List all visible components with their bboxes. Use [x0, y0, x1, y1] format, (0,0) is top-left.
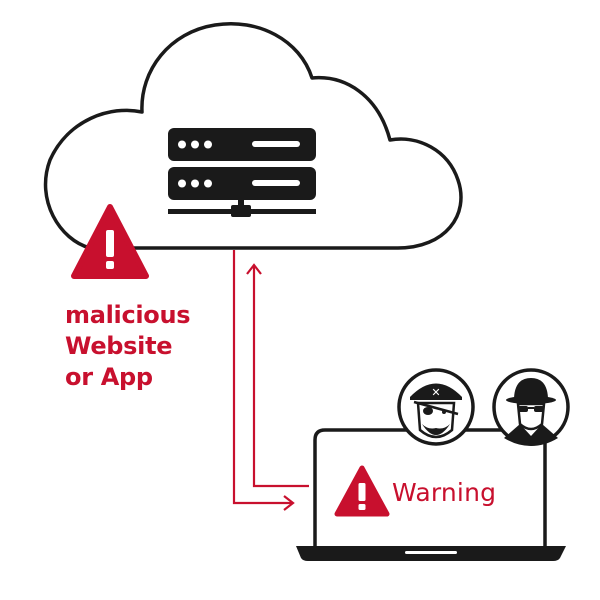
connection-lines [232, 250, 309, 511]
return-line [252, 265, 309, 488]
malicious-site-caption: malicious Website or App [65, 300, 191, 393]
cloud-icon [43, 22, 463, 250]
laptop-warning-icon [334, 465, 390, 517]
svg-text:✕: ✕ [431, 386, 440, 399]
server-icon [168, 128, 316, 217]
laptop-warning-text: Warning [392, 478, 497, 507]
outgoing-arrowhead [283, 495, 295, 511]
caption-line: malicious [65, 301, 191, 329]
spy-icon [492, 368, 570, 446]
caption-line: Website [65, 332, 173, 360]
return-arrowhead [246, 263, 262, 275]
pirate-icon: ✕ [397, 368, 475, 446]
cloud-warning-icon [71, 204, 149, 279]
caption-line: or App [65, 363, 153, 391]
outgoing-line [232, 250, 293, 505]
